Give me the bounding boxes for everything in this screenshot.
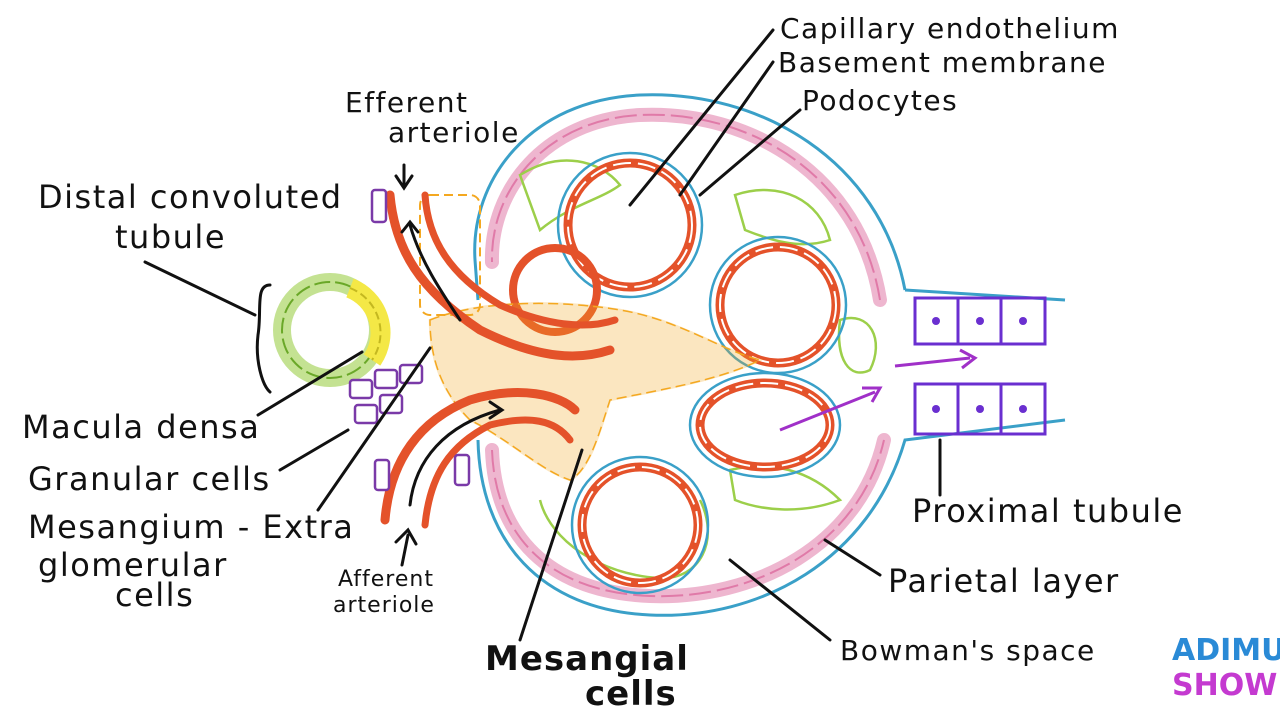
efferent-flow-arrow [408, 223, 462, 322]
bowmans-capsule [473, 93, 1066, 617]
capillary-loop-4-cells [581, 466, 699, 584]
label-afferent-line2: arteriole [333, 593, 435, 618]
efferent-arteriole-wall-1 [385, 190, 615, 361]
arterioles [380, 190, 619, 529]
label-bowmans-space: Bowman's space [840, 634, 1096, 667]
efferent-flow-arrowhead [400, 219, 420, 234]
leader-lines [143, 28, 942, 642]
filtrate-arrow-2 [779, 390, 876, 432]
macula-densa-outline [349, 287, 382, 361]
label-extraglomerular-line1: Mesangium - Extra [28, 508, 354, 546]
granular-cell-7 [453, 453, 471, 487]
proximal-tubule [779, 296, 1047, 436]
granular-cell-8 [370, 188, 388, 224]
leader-basement-membrane [678, 60, 775, 197]
efferent-arteriole-wall-2 [421, 191, 619, 329]
efferent-pointer-arrowhead [394, 174, 414, 191]
proximal-nucleus [1019, 317, 1027, 325]
proximal-nucleus [976, 405, 984, 413]
filtrate-arrow-1 [894, 356, 971, 368]
label-mesangial-line2: cells [585, 674, 677, 714]
granular-cells [348, 188, 471, 492]
capsule-outer-wall [473, 93, 1066, 617]
label-distal-line1: Distal convoluted [38, 178, 343, 216]
label-basement-membrane: Basement membrane [778, 46, 1107, 79]
logo-line2: SHOW [1172, 668, 1277, 703]
label-afferent-line1: Afferent [338, 567, 434, 592]
label-extraglomerular-line2: glomerular [38, 546, 228, 584]
mesangium-hilum [419, 194, 481, 316]
leader-capillary-endothelium [628, 28, 775, 207]
capillary-loop-1-cells [567, 162, 693, 288]
granular-cell-4 [353, 403, 379, 425]
podocyte-4 [728, 465, 843, 511]
leader-mesangial-cells [518, 448, 584, 642]
capillary-loop-4-basement [570, 455, 710, 595]
filtrate-arrowhead-2 [862, 386, 883, 403]
afferent-flow-arrow [408, 408, 502, 507]
leader-extraglomerular [316, 346, 432, 512]
label-granular-cells: Granular cells [28, 460, 271, 498]
label-macula-densa: Macula densa [22, 408, 260, 446]
capillary-loop-3-basement [688, 371, 842, 479]
label-podocytes: Podocytes [802, 84, 958, 117]
capillary-loop-1-basement [556, 151, 704, 299]
proximal-nucleus [1019, 405, 1027, 413]
parietal-cells-top [490, 113, 881, 301]
label-capillary-endothelium: Capillary endothelium [780, 12, 1120, 45]
afferent-arteriole-wall-2 [421, 416, 574, 529]
capillary-loops [509, 151, 848, 595]
label-proximal-tubule: Proximal tubule [912, 492, 1184, 530]
proximal-nucleus [976, 317, 984, 325]
leader-distal-tubule [143, 260, 257, 317]
proximal-tubule-top-row [913, 296, 1047, 346]
label-efferent-line1: Efferent [345, 86, 468, 119]
distal-brace [255, 283, 272, 394]
leader-macula-densa [256, 350, 364, 417]
granular-cell-1 [348, 378, 374, 400]
label-parietal-layer: Parietal layer [888, 562, 1120, 600]
label-distal-line2: tubule [115, 218, 226, 256]
parietal-cells-bottom [491, 439, 885, 598]
proximal-nucleus [932, 405, 940, 413]
proximal-nucleus [932, 317, 940, 325]
leader-bowmans-space [728, 558, 832, 642]
label-extraglomerular-line3: cells [115, 576, 194, 614]
capillary-loop-5 [509, 244, 601, 336]
label-mesangial-line1: Mesangial [485, 639, 689, 679]
capillary-loop-3-cells [699, 382, 831, 468]
logo-line1: ADIMU [1172, 633, 1280, 668]
afferent-pointer-arrowhead [394, 527, 418, 546]
leader-granular-cells [278, 428, 350, 472]
labels: Capillary endothelium Basement membrane … [22, 12, 1184, 714]
label-efferent-line2: arteriole [388, 116, 520, 149]
afferent-flow-arrowhead [488, 400, 505, 420]
leader-afferent-arteriole [400, 533, 410, 567]
leader-podocytes [698, 108, 802, 197]
adimu-show-logo: ADIMU SHOW [1172, 633, 1280, 703]
filtrate-arrowhead-1 [959, 348, 978, 370]
granular-cell-2 [373, 368, 399, 390]
podocyte-3 [837, 316, 878, 374]
podocyte-1 [518, 159, 622, 233]
capillary-loop-2-cells [719, 246, 837, 364]
afferent-arteriole-wall-1 [380, 388, 580, 525]
distal-tubule [273, 273, 391, 387]
flow-arrows [400, 219, 505, 507]
proximal-tubule-bottom-row [913, 382, 1047, 436]
granular-cell-6 [373, 458, 391, 492]
leader-parietal-layer [823, 538, 882, 577]
